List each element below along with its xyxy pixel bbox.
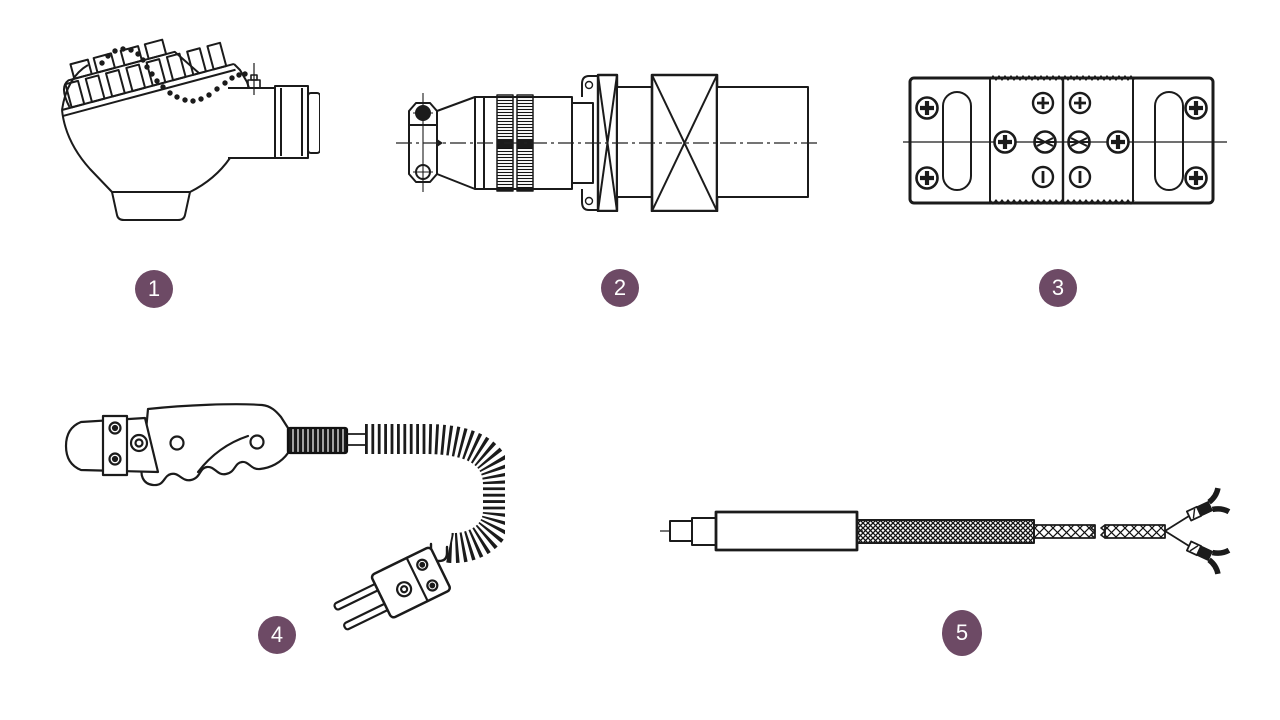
- minus-terminals: [1031, 165, 1092, 189]
- thermocouple-plug: [333, 546, 451, 631]
- bead-chain: [99, 46, 248, 104]
- item-2-number: 2: [613, 275, 627, 300]
- figure-2: [396, 60, 820, 212]
- cylindrical-plug-connector-icon: [396, 73, 820, 212]
- item-4-number: 4: [270, 622, 284, 647]
- phillips-screws: [915, 96, 1208, 190]
- spade-terminal-lower: [1185, 540, 1231, 575]
- figure-1: [58, 25, 320, 225]
- braided-sleeve: [856, 519, 1035, 544]
- figure-3: [903, 68, 1227, 212]
- coiled-cord: [365, 424, 505, 564]
- pistol-grip-probe-coiled-cable-icon: [64, 403, 505, 631]
- plus-terminals: [1031, 91, 1092, 115]
- item-5-badge: 5: [942, 610, 982, 656]
- item-2-badge: 2: [601, 269, 639, 307]
- panel-jack-connector-block-icon: [903, 75, 1227, 205]
- item-1-badge: 1: [135, 270, 173, 308]
- figure-4: [55, 395, 505, 640]
- item-3-number: 3: [1051, 275, 1065, 300]
- item-5-number: 5: [955, 620, 969, 645]
- item-1-number: 1: [147, 276, 161, 301]
- thermocouple-connection-head-icon: [61, 38, 320, 221]
- strain-relief: [286, 426, 349, 455]
- slotted-screws: [1033, 130, 1091, 154]
- probe-braided-lead-spade-terminals-icon: [660, 487, 1231, 575]
- figure-5: [648, 483, 1273, 578]
- item-3-badge: 3: [1039, 269, 1077, 307]
- item-4-badge: 4: [258, 616, 296, 654]
- clamp-screws: [108, 421, 149, 466]
- spade-terminal-upper: [1185, 487, 1231, 522]
